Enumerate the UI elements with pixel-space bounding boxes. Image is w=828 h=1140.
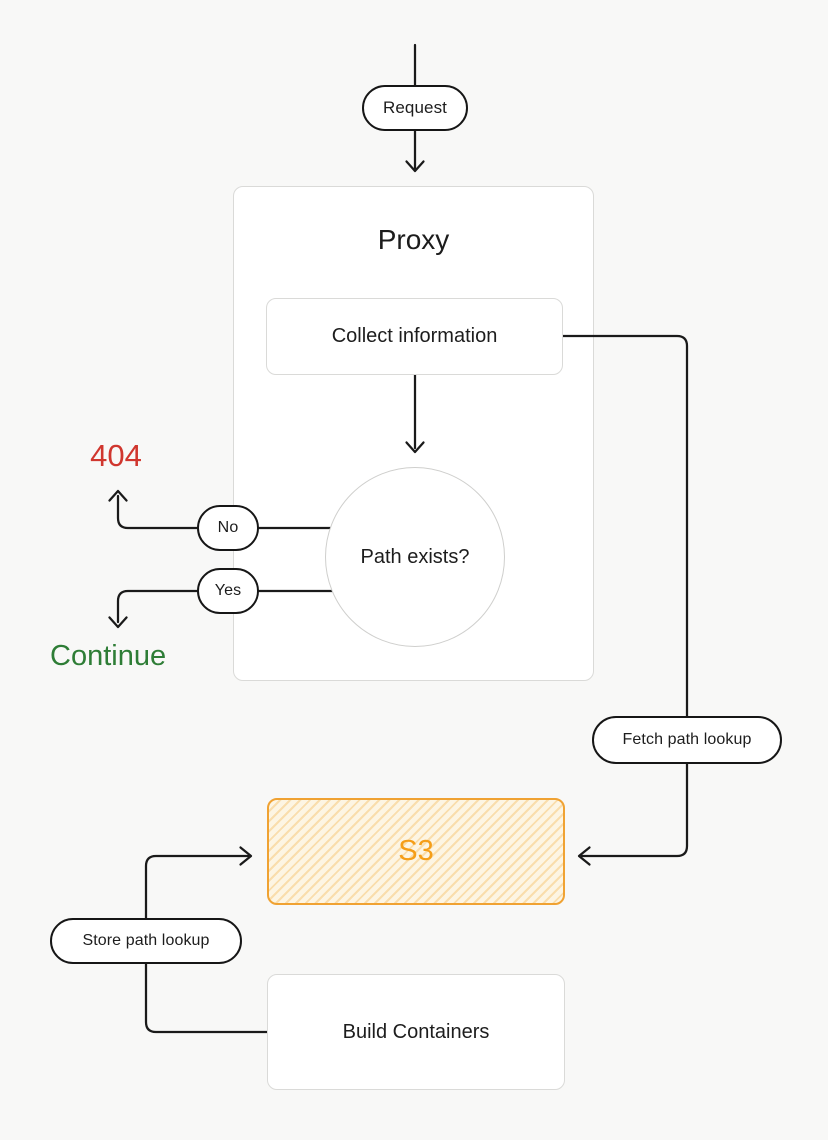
collect-information-label: Collect information xyxy=(331,325,498,347)
request-label: Request xyxy=(382,98,448,117)
branch-no-node: No xyxy=(197,505,259,551)
arrowhead-right-icon xyxy=(239,846,253,866)
collect-information-node: Collect information xyxy=(266,298,563,375)
arrowhead-down-icon xyxy=(108,616,128,629)
proxy-title: Proxy xyxy=(377,224,450,255)
s3-label: S3 xyxy=(398,835,434,867)
branch-yes-node: Yes xyxy=(197,568,259,614)
build-containers-label: Build Containers xyxy=(342,1020,490,1043)
arrowhead-left-icon xyxy=(577,846,591,866)
store-path-lookup-label: Store path lookup xyxy=(82,932,210,949)
branch-yes-label: Yes xyxy=(214,582,242,599)
edge-request-to-proxy xyxy=(405,129,425,173)
store-path-lookup-node: Store path lookup xyxy=(50,918,242,964)
arrowhead-down-icon xyxy=(405,160,425,173)
result-continue-label: Continue xyxy=(50,640,167,672)
result-404-label: 404 xyxy=(90,438,142,473)
request-node: Request xyxy=(362,85,468,131)
fetch-path-lookup-node: Fetch path lookup xyxy=(592,716,782,764)
build-containers-node: Build Containers xyxy=(267,974,565,1090)
path-exists-decision-node: Path exists? xyxy=(325,467,505,647)
fetch-path-lookup-label: Fetch path lookup xyxy=(622,731,752,748)
branch-no-label: No xyxy=(217,519,239,536)
s3-node: S3 xyxy=(267,798,565,905)
path-exists-label: Path exists? xyxy=(360,545,470,568)
arrowhead-up-icon xyxy=(108,489,128,502)
